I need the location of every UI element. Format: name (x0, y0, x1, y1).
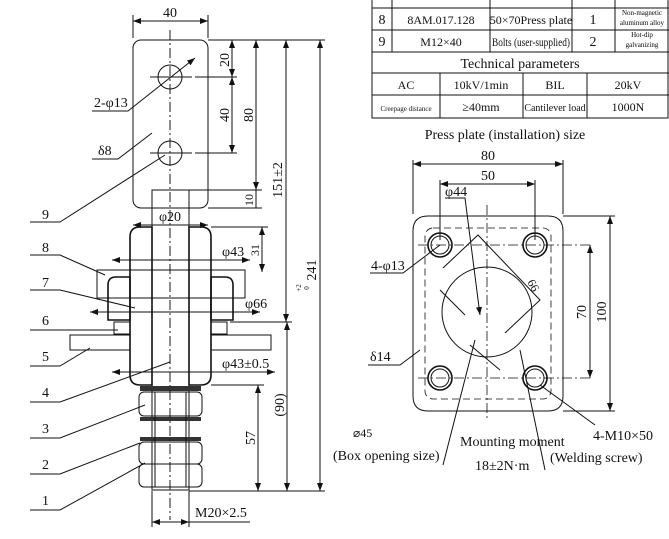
dim-dia-44: φ44 (445, 185, 467, 200)
nut (138, 441, 203, 465)
press-plate-title: Press plate (installation) size (425, 128, 586, 143)
row-8-material: Non-magnetic aluminum alloy (619, 9, 665, 27)
dim-57: 57 (244, 431, 259, 445)
dim-80: 80 (242, 108, 257, 122)
part-label-1: 1 (42, 494, 49, 509)
dim-width-40: 40 (163, 6, 177, 21)
part-label-8: 8 (42, 241, 49, 256)
dim-40: 40 (218, 108, 233, 122)
note-thickness: δ8 (98, 144, 112, 159)
dim-dia-43: φ43 (222, 245, 244, 260)
note-holes: 2-φ13 (94, 96, 128, 111)
tech-cantilever-value: 1000N (612, 100, 645, 114)
part-label-7: 7 (42, 276, 49, 291)
row-9-material: Hot-dip galvanizing (625, 31, 659, 49)
dim-241-tol-upper: +2 (295, 284, 303, 292)
row-8-qty: 1 (590, 13, 597, 28)
parts-table: 8 8AM.017.128 50×70Press plate 1 Non-mag… (371, 0, 669, 119)
dim-151: 151±2 (271, 162, 286, 198)
row-9-code: M12×40 (420, 35, 461, 49)
busbar-plate (132, 39, 209, 209)
note-box-label: (Box opening size) (333, 449, 440, 464)
dim-66: 66 (524, 277, 542, 294)
dim-dia-43-tol: φ43±0.5 (222, 357, 269, 372)
part-label-5: 5 (42, 350, 49, 365)
tech-bil-label: BIL (545, 78, 564, 92)
part-label-2: 2 (42, 458, 49, 473)
dim-50: 50 (481, 169, 495, 184)
dim-70: 70 (575, 305, 590, 319)
note-thickness: δ14 (370, 350, 391, 365)
nut (138, 463, 203, 488)
part-label-9: 9 (42, 208, 49, 223)
dimensions: 40 20 40 80 10 151±2 241 +2 0 φ20 (90, 6, 325, 527)
row-8-name: 50×70Press plate (490, 13, 572, 27)
tech-ac-value: 10kV/1min (454, 78, 509, 92)
note-screws: 4-M10×50 (593, 429, 653, 444)
note-holes: 4-φ13 (371, 259, 405, 274)
row-9-qty: 2 (590, 35, 597, 50)
part-label-6: 6 (42, 314, 49, 329)
nut (138, 391, 203, 417)
tech-cantilever-label: Cantilever load (524, 103, 585, 114)
dim-100: 100 (595, 302, 610, 323)
row-9-name: Bolts (user-supplied) (492, 35, 570, 49)
dim-10: 10 (242, 194, 256, 206)
rod (151, 189, 190, 491)
note-moment-value: 18±2N·m (475, 459, 529, 474)
mounting-plate (69, 334, 131, 351)
tech-params-title: Technical parameters (460, 57, 579, 72)
press-plate-outline (412, 215, 564, 412)
dim-dia-66: φ66 (245, 297, 267, 312)
dim-90: (90) (273, 393, 288, 417)
row-8-no: 8 (379, 13, 386, 28)
press-plate-view: Press plate (installation) size 80 50 φ4… (333, 128, 653, 474)
part-labels: 9 8 7 6 5 4 3 2 1 (30, 154, 171, 511)
part-label-3: 3 (42, 422, 49, 437)
note-moment-label: Mounting moment (460, 435, 565, 450)
part-label-4: 4 (42, 386, 49, 401)
tech-bil-value: 20kV (615, 78, 642, 92)
row-8-code: 8AM.017.128 (407, 13, 474, 27)
dim-dia-20: φ20 (159, 210, 181, 225)
tech-creepage-label: Creepage distance (380, 105, 431, 113)
side-view: 9 8 7 6 5 4 3 2 1 2-φ13 δ8 40 20 40 (30, 6, 325, 527)
dim-241: 241 (305, 260, 320, 281)
dim-20: 20 (218, 53, 233, 67)
dim-241-tol-lower: 0 (303, 286, 311, 290)
dim-thread: M20×2.5 (195, 506, 247, 521)
tech-creepage-value: ≥40mm (462, 100, 500, 114)
dim-31: 31 (248, 244, 262, 256)
note-box-dia: ⌀45 (353, 426, 372, 440)
dim-80: 80 (481, 149, 495, 164)
note-screws-label: (Welding screw) (550, 451, 643, 466)
tech-ac-label: AC (398, 78, 415, 92)
press-plate-section (96, 269, 246, 299)
row-9-no: 9 (379, 35, 386, 50)
